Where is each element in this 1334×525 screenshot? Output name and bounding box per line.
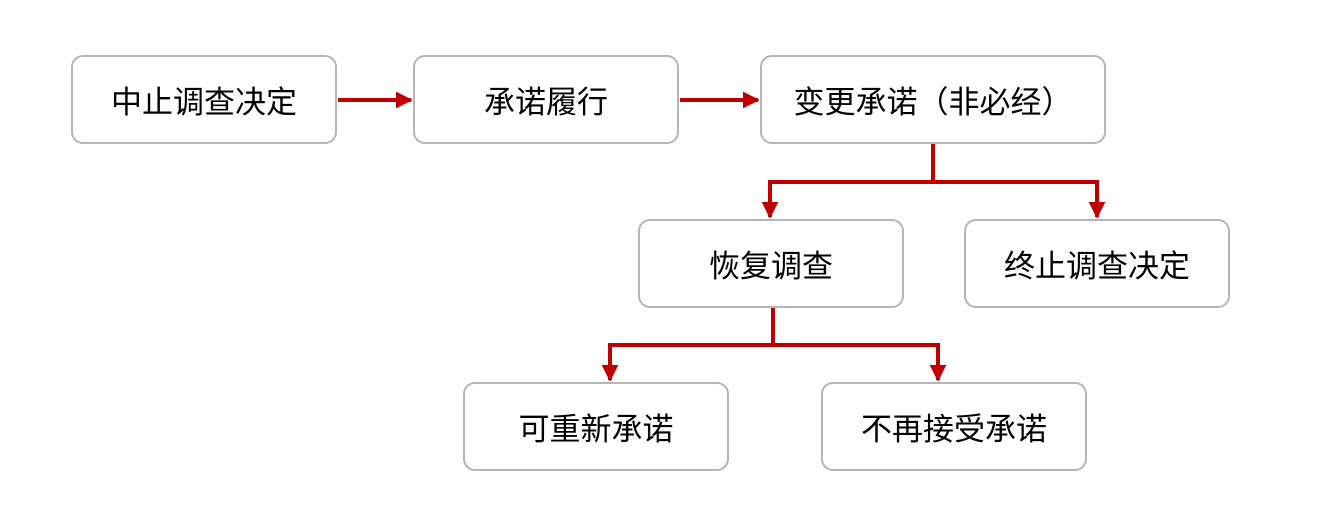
node-label: 终止调查决定 [1004,249,1190,285]
node-label: 中止调查决定 [111,85,297,121]
node-no-further-commitment: 不再接受承诺 [821,382,1087,471]
node-recommit-allowed: 可重新承诺 [463,382,729,471]
node-change-commitment: 变更承诺（非必经） [760,55,1106,144]
node-label: 恢复调查 [709,249,833,285]
node-label: 变更承诺（非必经） [793,85,1073,121]
edge-n3-trunk [770,144,1097,184]
node-resume-investigation: 恢复调查 [638,219,904,308]
node-label: 不再接受承诺 [861,412,1047,448]
node-terminate-investigation-decision: 终止调查决定 [964,219,1230,308]
node-commitment-fulfillment: 承诺履行 [413,55,679,144]
edge-n4-trunk [610,308,938,347]
node-label: 可重新承诺 [518,412,674,448]
node-label: 承诺履行 [484,85,608,121]
node-suspend-investigation-decision: 中止调查决定 [71,55,337,144]
